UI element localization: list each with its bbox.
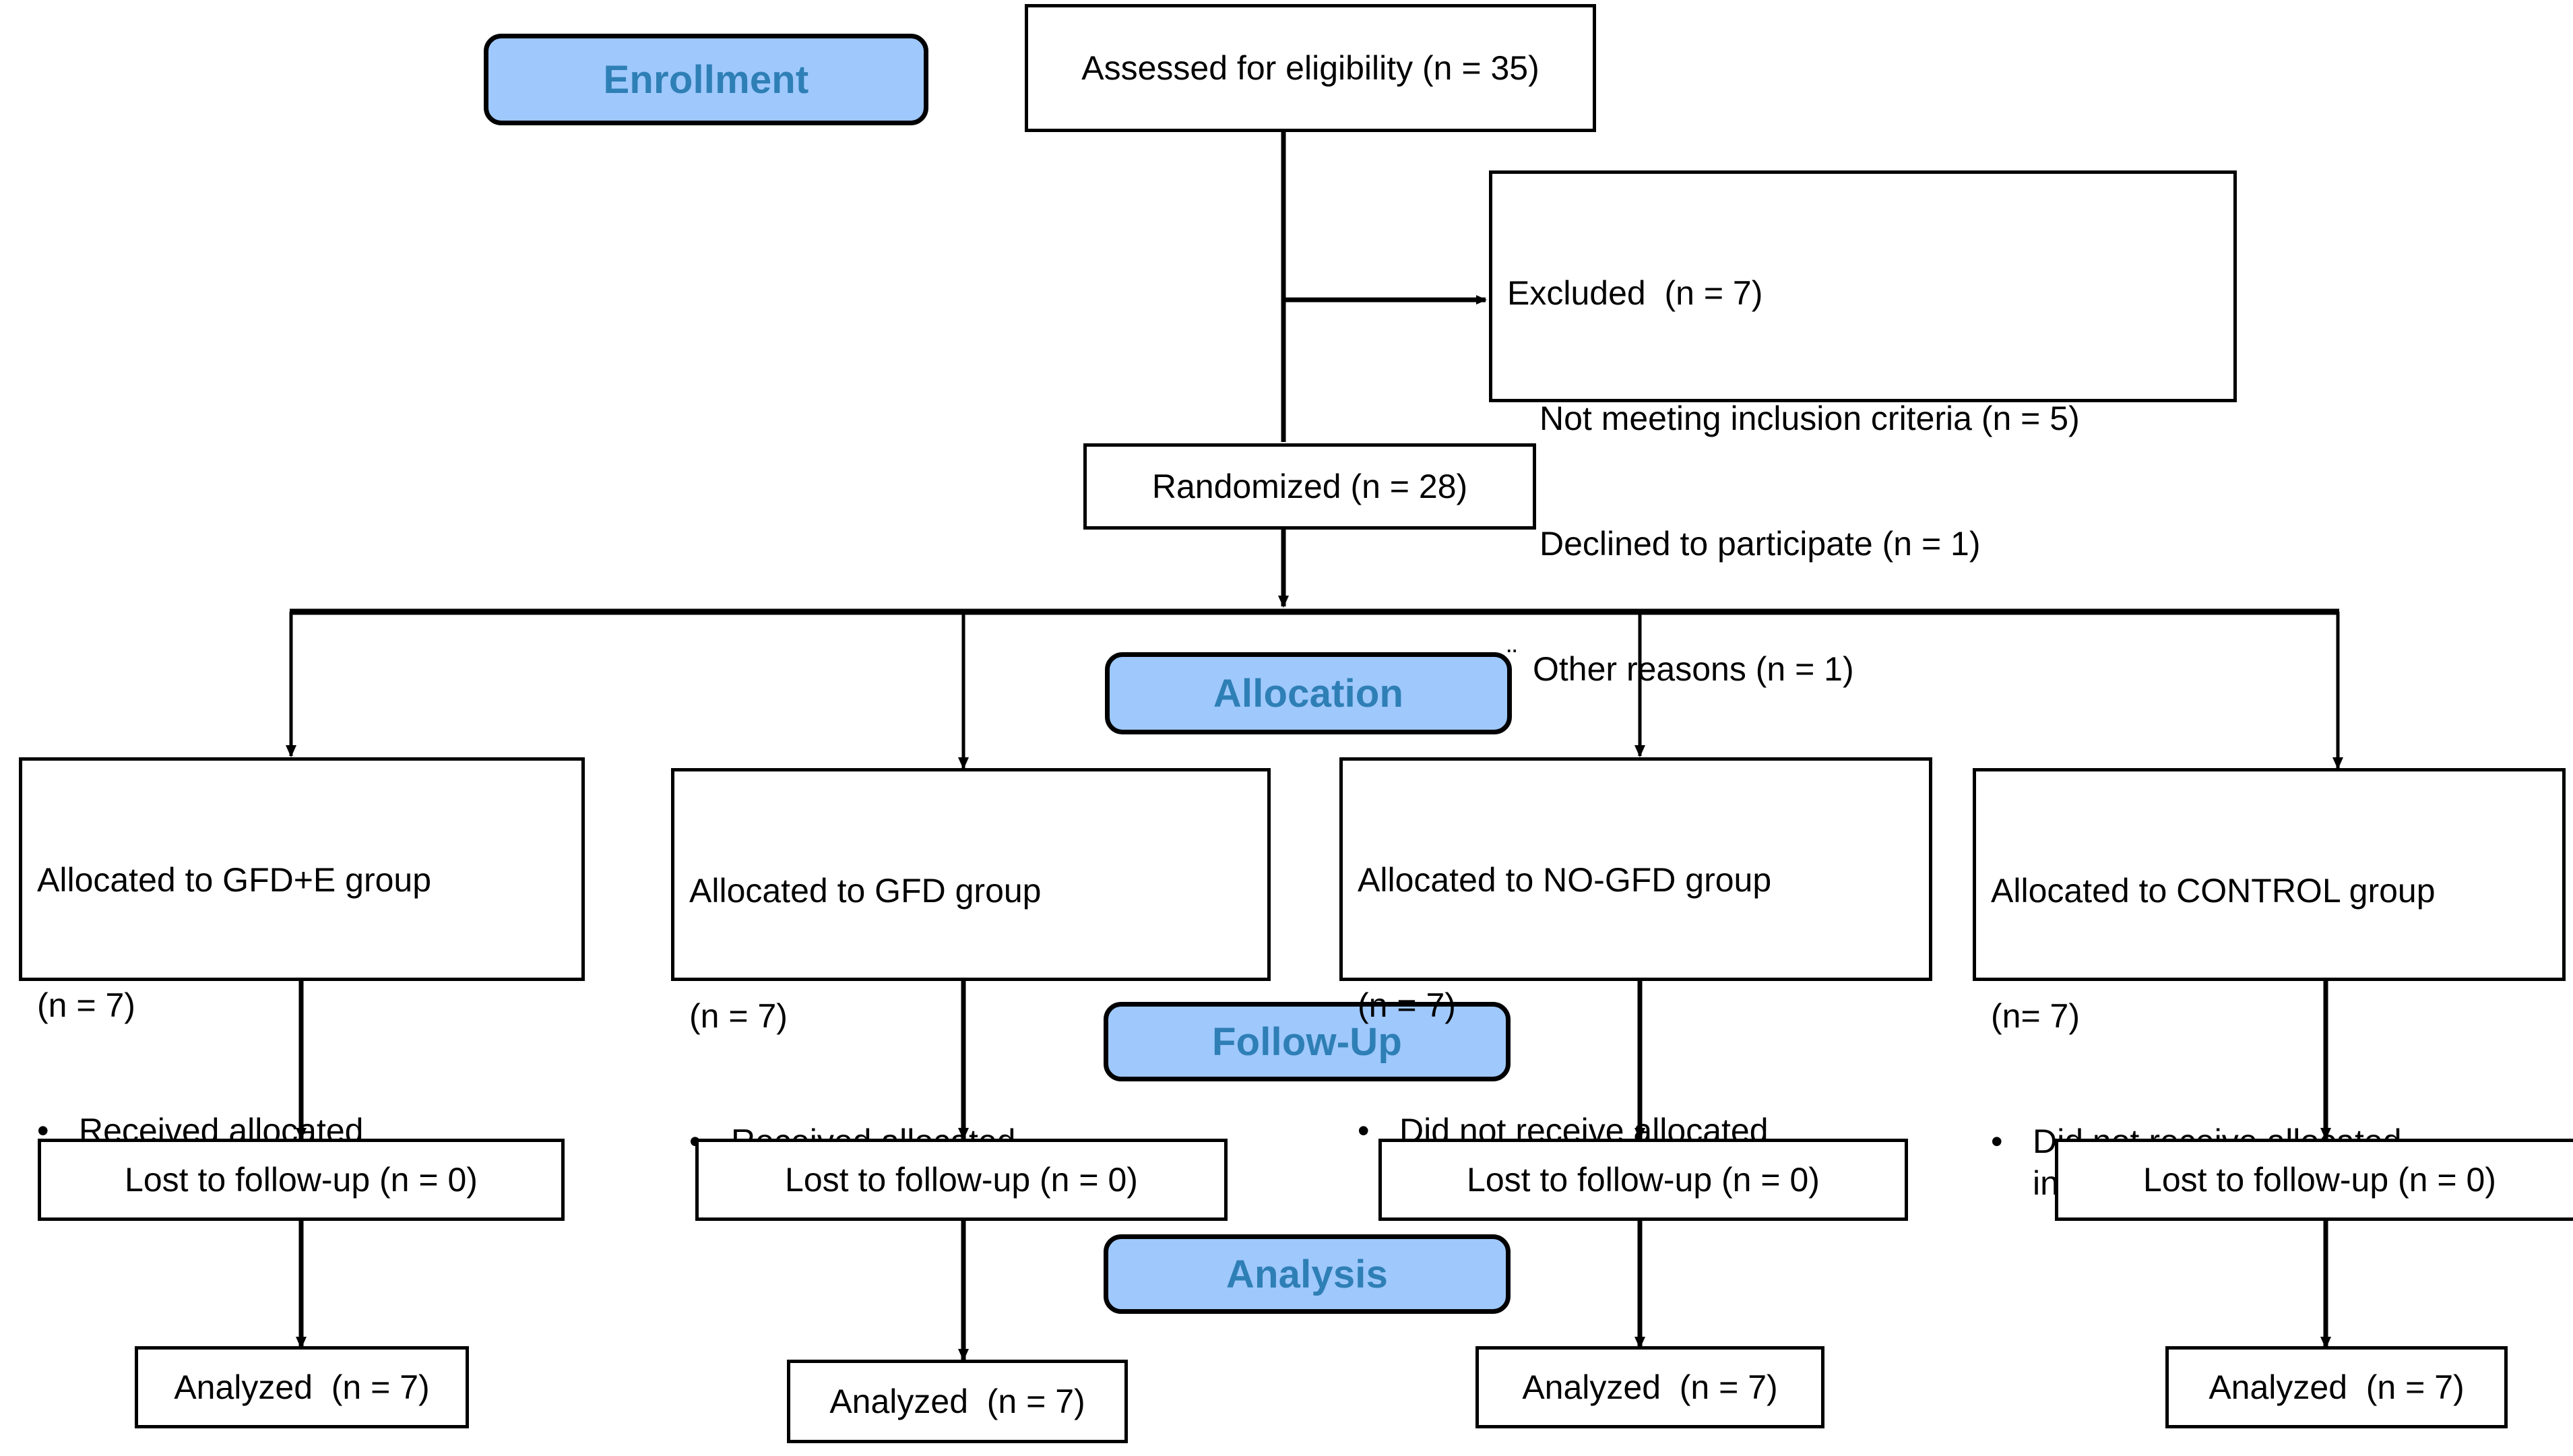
excluded-reason-text: Other reasons (n = 1) — [1533, 650, 1854, 688]
diaeresis-bullet-icon: ¨ — [1507, 393, 1517, 426]
allocation-arm-count: (n = 7) — [689, 997, 788, 1035]
allocation-box-arm-3[interactable]: Allocated to NO-GFD group (n = 7) • Did … — [1339, 757, 1932, 1191]
randomized-box[interactable]: Randomized (n = 28) — [1083, 443, 1536, 530]
round-bullet-icon: • — [1991, 1122, 2003, 1160]
excluded-reason-text: Declined to participate (n = 1) — [1539, 525, 1981, 563]
excluded-heading: Excluded (n = 7) — [1507, 274, 1763, 312]
stage-badge-allocation[interactable]: Allocation — [1105, 652, 1512, 734]
followup-text: Lost to follow-up (n = 0) — [1467, 1161, 1820, 1199]
allocation-arm-count: (n = 7) — [37, 986, 135, 1024]
excluded-reason-item: ¨ Declined to participate (n = 1) — [1507, 520, 2220, 565]
stage-badge-followup-label: Follow-Up — [1211, 1019, 1403, 1064]
allocation-arm-title: Allocated to NO-GFD group — [1358, 861, 1772, 899]
analyzed-text: Analyzed (n = 7) — [829, 1383, 1085, 1420]
analyzed-box-arm-1[interactable]: Analyzed (n = 7) — [135, 1346, 469, 1428]
followup-text: Lost to follow-up (n = 0) — [125, 1161, 478, 1199]
allocation-arm-count: (n = 7) — [1358, 986, 1456, 1024]
followup-box-arm-4[interactable]: Lost to follow-up (n = 0) — [2055, 1139, 2573, 1221]
excluded-reason-text: Not meeting inclusion criteria (n = 5) — [1539, 400, 2080, 437]
allocation-arm-title: Allocated to GFD group — [689, 872, 1042, 910]
randomized-text: Randomized (n = 28) — [1151, 468, 1468, 505]
analyzed-text: Analyzed (n = 7) — [2209, 1368, 2465, 1406]
allocation-box-arm-2[interactable]: Allocated to GFD group (n = 7) • Receive… — [671, 768, 1271, 1202]
diaeresis-bullet-icon: ¨ — [1507, 643, 1517, 676]
stage-badge-analysis[interactable]: Analysis — [1104, 1234, 1511, 1314]
allocation-arm-count: (n= 7) — [1991, 997, 2080, 1035]
stage-badge-enrollment-label: Enrollment — [603, 57, 809, 102]
followup-box-arm-2[interactable]: Lost to follow-up (n = 0) — [695, 1139, 1228, 1221]
stage-badge-followup[interactable]: Follow-Up — [1104, 1002, 1511, 1081]
analyzed-text: Analyzed (n = 7) — [1522, 1368, 1778, 1406]
allocation-box-arm-1[interactable]: Allocated to GFD+E group (n = 7) • Recei… — [19, 757, 585, 1191]
analyzed-box-arm-3[interactable]: Analyzed (n = 7) — [1475, 1346, 1824, 1428]
allocation-arm-title: Allocated to CONTROL group — [1991, 872, 2436, 910]
assessed-for-eligibility-text: Assessed for eligibility (n = 35) — [1081, 49, 1539, 87]
stage-badge-allocation-label: Allocation — [1213, 671, 1404, 716]
analyzed-text: Analyzed (n = 7) — [174, 1368, 430, 1406]
stage-badge-enrollment[interactable]: Enrollment — [484, 34, 928, 125]
followup-text: Lost to follow-up (n = 0) — [2143, 1161, 2496, 1199]
analyzed-box-arm-2[interactable]: Analyzed (n = 7) — [787, 1360, 1128, 1443]
allocation-arm-title: Allocated to GFD+E group — [37, 861, 432, 899]
excluded-reason-item: ¨ Other reasons (n = 1) — [1507, 643, 2220, 690]
round-bullet-icon: • — [1358, 1112, 1370, 1149]
followup-text: Lost to follow-up (n = 0) — [785, 1161, 1138, 1199]
stage-badge-analysis-label: Analysis — [1226, 1252, 1389, 1296]
excluded-reason-item: ¨ Not meeting inclusion criteria (n = 5) — [1507, 393, 2220, 439]
allocation-box-arm-4[interactable]: Allocated to CONTROL group (n= 7) • Did … — [1973, 768, 2566, 1202]
followup-box-arm-3[interactable]: Lost to follow-up (n = 0) — [1378, 1139, 1908, 1221]
followup-box-arm-1[interactable]: Lost to follow-up (n = 0) — [38, 1139, 565, 1221]
excluded-box[interactable]: Excluded (n = 7) ¨ Not meeting inclusion… — [1489, 170, 2237, 688]
analyzed-box-arm-4[interactable]: Analyzed (n = 7) — [2165, 1346, 2508, 1428]
assessed-for-eligibility-box[interactable]: Assessed for eligibility (n = 35) — [1025, 4, 1596, 132]
